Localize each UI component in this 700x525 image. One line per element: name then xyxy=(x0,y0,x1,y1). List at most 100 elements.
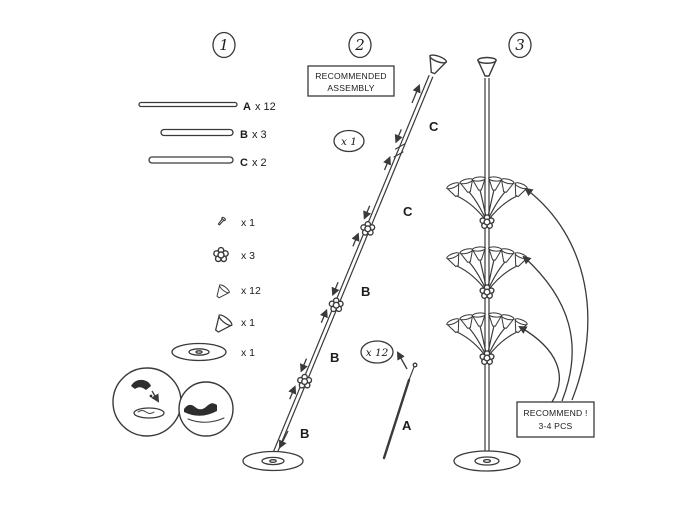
tier-arrow xyxy=(522,255,573,402)
water-drop xyxy=(149,394,153,398)
note-line-1: RECOMMEND ! xyxy=(523,408,587,418)
part-base-item: x 1 xyxy=(171,342,255,362)
cup-stems xyxy=(456,189,518,223)
flower-connector xyxy=(479,350,495,365)
balloon-cup xyxy=(510,250,529,269)
stick-insert-arrow xyxy=(396,351,408,370)
flower-connector-icon xyxy=(213,246,229,263)
qty-oval xyxy=(333,129,365,153)
step-3-badge: 3 xyxy=(508,31,532,59)
top-cup-icon xyxy=(210,312,234,337)
stick-a: A xyxy=(382,351,418,460)
base-hole xyxy=(195,350,203,354)
water-wave xyxy=(137,410,155,414)
base-hole xyxy=(482,458,492,464)
balloon-cup-cluster xyxy=(445,175,529,229)
rod-b-shape xyxy=(160,128,234,137)
pin-qty: x 1 xyxy=(241,217,255,229)
recommend-note: RECOMMEND ! 3-4 PCS xyxy=(516,401,595,438)
joint-ticks xyxy=(393,143,406,158)
inset-circle xyxy=(112,367,182,437)
note-box xyxy=(307,65,395,97)
tier-arrow xyxy=(518,325,560,403)
step-3-final-section: 3 xyxy=(445,31,595,472)
balloon-cup xyxy=(471,175,487,192)
top-cup-qty: x 1 xyxy=(241,317,255,329)
balloon-cup xyxy=(487,245,503,262)
rod-b-name: B xyxy=(240,129,248,141)
step-3-circle xyxy=(508,31,532,59)
base-bottom-line xyxy=(187,417,225,423)
step-2-assembly-section: 2 RECOMMENDED ASSEMBLY x 1 xyxy=(242,31,448,472)
final-stand xyxy=(445,56,529,472)
flower-connector xyxy=(479,284,495,299)
rod-a-name: A xyxy=(243,101,251,113)
stick-label: A xyxy=(402,418,412,433)
segment-label: C xyxy=(403,204,413,219)
segment-label: B xyxy=(300,426,309,441)
flower-connector-qty: x 3 xyxy=(241,250,255,262)
rod-c-shape xyxy=(148,156,234,164)
assembly-arrow xyxy=(288,385,297,400)
balloon-cup xyxy=(510,316,529,335)
balloon-cup xyxy=(487,175,503,192)
balloon-cup-cluster xyxy=(445,311,529,365)
part-balloon-cup-item: x 12 xyxy=(212,283,261,302)
part-top-cup-item: x 1 xyxy=(210,312,255,337)
assembly-arrow xyxy=(319,308,328,324)
faucet-shape xyxy=(131,379,151,390)
balloon-cup-qty: x 12 xyxy=(241,285,261,297)
base-qty: x 1 xyxy=(241,347,255,359)
balloon-cup xyxy=(445,180,464,199)
balloon-cup xyxy=(445,316,464,335)
qty-oval xyxy=(360,340,394,364)
assembly-arrow xyxy=(300,358,308,373)
inset-fill-water xyxy=(112,367,182,437)
step-1-badge: 1 xyxy=(212,31,236,59)
pole-base xyxy=(242,450,304,472)
assembly-arrow xyxy=(363,205,372,220)
base-hole xyxy=(269,459,277,463)
balloon-cup xyxy=(471,311,487,328)
cup-stems xyxy=(456,259,518,293)
assembly-arrow xyxy=(331,281,340,297)
note-line-2: 3-4 PCS xyxy=(539,421,573,431)
stand-base xyxy=(453,450,521,472)
note-line-1: RECOMMENDED xyxy=(315,71,386,81)
stick-head xyxy=(412,362,418,368)
stick-shaft xyxy=(382,378,411,460)
segment-label: C xyxy=(429,119,439,134)
stick-qty-label: x 12 xyxy=(366,347,389,359)
assembly-arrow xyxy=(394,129,403,144)
top-insert-arrow xyxy=(411,84,421,104)
top-cup xyxy=(477,56,497,77)
rod-a-qty: x 12 xyxy=(255,101,276,113)
pour-arrow xyxy=(151,390,160,403)
balloon-cup xyxy=(498,247,515,265)
top-cup xyxy=(424,52,448,77)
step-2-number: 2 xyxy=(354,36,365,54)
assembled-pole xyxy=(242,52,448,472)
balloon-cup xyxy=(498,177,515,195)
water-fill-shape xyxy=(184,403,217,416)
pole-qty-label: x 1 xyxy=(341,136,357,148)
balloon-cup xyxy=(471,245,487,262)
part-flower-connector-item: x 3 xyxy=(213,246,255,263)
cup-stems xyxy=(456,325,518,359)
balloon-cup xyxy=(445,250,464,269)
step-3-number: 3 xyxy=(515,36,525,54)
rod-c-qty: x 2 xyxy=(252,157,267,169)
step-1-number: 1 xyxy=(219,36,229,54)
base-insert-arrow xyxy=(279,430,289,449)
segment-label: B xyxy=(330,350,339,365)
step-2-circle xyxy=(348,31,372,59)
pole-quantity-badge: x 1 xyxy=(333,129,365,153)
balloon-cup-cluster xyxy=(445,245,529,299)
